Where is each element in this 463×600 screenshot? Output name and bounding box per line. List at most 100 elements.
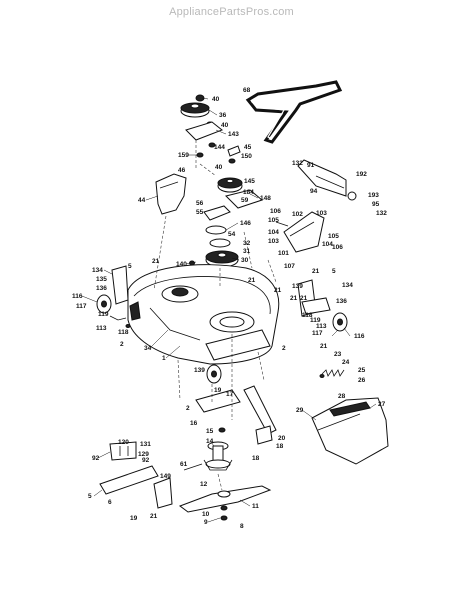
callout-9: 9 — [204, 519, 208, 526]
callout-26: 26 — [358, 377, 366, 384]
callout-104: 104 — [268, 229, 279, 236]
callout-29: 29 — [296, 407, 304, 414]
callout-21: 21 — [290, 295, 298, 302]
callout-144: 144 — [214, 144, 225, 151]
callout-11: 11 — [252, 503, 259, 510]
callout-92: 92 — [142, 457, 150, 464]
callout-40: 40 — [215, 164, 223, 171]
callout-leader-lines — [81, 97, 377, 523]
callout-56: 56 — [196, 200, 204, 207]
callout-113: 113 — [316, 323, 327, 330]
callout-94: 94 — [310, 188, 318, 195]
callout-103: 103 — [316, 210, 327, 217]
callout-145: 145 — [244, 178, 255, 185]
callout-31: 31 — [243, 248, 251, 255]
callout-28: 28 — [338, 393, 346, 400]
callout-21: 21 — [152, 258, 160, 265]
callout-139: 139 — [292, 283, 303, 290]
callout-55: 55 — [196, 209, 204, 216]
callout-159: 159 — [178, 152, 189, 159]
callout-120: 120 — [118, 439, 129, 446]
discharge-chute-shield[interactable] — [311, 397, 389, 465]
belt-guard-left[interactable] — [155, 173, 187, 215]
part-callouts: 68 40 36 40 143 144 45 159 150 46 40 145… — [72, 87, 387, 530]
mower-blade[interactable] — [178, 485, 272, 521]
spindle-pulley-center[interactable] — [189, 250, 239, 268]
callout-5: 5 — [128, 263, 132, 270]
callout-10: 10 — [202, 511, 210, 518]
callout-8: 8 — [240, 523, 244, 530]
callout-16: 16 — [190, 420, 198, 427]
callout-135: 135 — [96, 276, 107, 283]
callout-21: 21 — [320, 343, 328, 350]
deck-lift-link[interactable] — [195, 385, 277, 445]
callout-32: 32 — [243, 240, 251, 247]
callout-61: 61 — [180, 461, 188, 468]
callout-105: 105 — [328, 233, 339, 240]
callout-34: 34 — [144, 345, 152, 352]
callout-140: 140 — [176, 261, 187, 268]
spring-24[interactable] — [319, 369, 345, 378]
callout-139: 139 — [194, 367, 205, 374]
assembly-guide-lines — [153, 163, 277, 491]
callout-6: 6 — [108, 499, 112, 506]
callout-59: 59 — [241, 197, 249, 204]
callout-54: 54 — [228, 231, 236, 238]
callout-21: 21 — [248, 277, 256, 284]
callout-134: 134 — [92, 267, 103, 274]
callout-192: 192 — [356, 171, 367, 178]
idler-pulley-mid[interactable] — [203, 177, 264, 248]
callout-149: 149 — [160, 473, 171, 480]
callout-40: 40 — [221, 122, 229, 129]
callout-116: 116 — [354, 333, 365, 340]
blade-spindle-assembly[interactable] — [203, 427, 233, 471]
gauge-wheel-front[interactable] — [206, 364, 222, 384]
callout-21: 21 — [312, 268, 320, 275]
callout-21: 21 — [274, 287, 282, 294]
callout-25: 25 — [358, 367, 366, 374]
callout-134: 134 — [342, 282, 353, 289]
callout-45: 45 — [244, 144, 252, 151]
callout-107: 107 — [284, 263, 295, 270]
callout-18: 18 — [252, 455, 260, 462]
callout-119: 119 — [310, 317, 321, 324]
callout-104: 104 — [322, 241, 333, 248]
callout-103: 103 — [268, 238, 279, 245]
mower-deck-housing[interactable] — [127, 264, 280, 365]
callout-2: 2 — [186, 405, 190, 412]
callout-12: 12 — [200, 481, 208, 488]
front-lift-bracket[interactable] — [99, 441, 203, 509]
callout-23: 23 — [334, 351, 342, 358]
callout-136: 136 — [96, 285, 107, 292]
callout-101: 101 — [278, 250, 289, 257]
callout-24: 24 — [342, 359, 350, 366]
callout-117: 117 — [76, 303, 87, 310]
callout-132: 132 — [292, 160, 303, 167]
callout-27: 27 — [378, 401, 386, 408]
callout-21: 21 — [300, 295, 308, 302]
callout-18: 18 — [276, 443, 284, 450]
deck-hanger-right[interactable] — [297, 279, 348, 332]
callout-2: 2 — [120, 341, 124, 348]
callout-44: 44 — [138, 197, 146, 204]
callout-2: 2 — [282, 345, 286, 352]
callout-136: 136 — [336, 298, 347, 305]
callout-119: 119 — [98, 311, 109, 318]
callout-143: 143 — [228, 131, 239, 138]
callout-132: 132 — [376, 210, 387, 217]
idler-pulley-stack-top[interactable] — [180, 94, 223, 170]
callout-1: 1 — [162, 355, 166, 362]
callout-36: 36 — [219, 112, 227, 119]
drive-belt[interactable] — [245, 80, 343, 144]
deck-hanger-left[interactable] — [96, 265, 131, 328]
callout-92: 92 — [92, 455, 100, 462]
callout-105: 105 — [268, 217, 279, 224]
callout-129: 129 — [138, 451, 149, 458]
callout-20: 20 — [278, 435, 286, 442]
callout-15: 15 — [206, 428, 214, 435]
callout-184: 184 — [243, 189, 254, 196]
callout-30: 30 — [241, 257, 249, 264]
chute-deflector-assembly[interactable] — [275, 159, 357, 253]
callout-19: 19 — [130, 515, 138, 522]
callout-131: 131 — [140, 441, 151, 448]
